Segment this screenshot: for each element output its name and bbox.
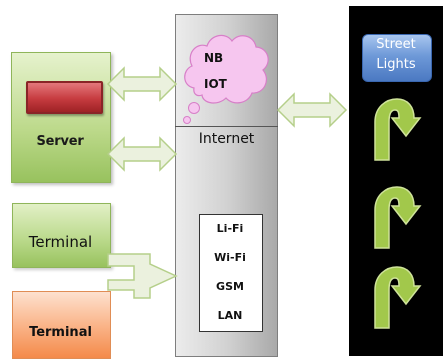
server-internet-arrow-bottom (106, 136, 178, 172)
protocol-lan: LAN (217, 309, 243, 322)
internet-label: Internet (198, 131, 255, 147)
protocol-lifi: Li-Fi (216, 222, 244, 235)
street-lights-box (362, 34, 432, 82)
terminal-label-green: Terminal (28, 233, 93, 251)
internet-divider (175, 126, 278, 127)
cloud-label-nb: NB (204, 51, 224, 65)
terminal-block-green (12, 203, 111, 268)
terminal-block-orange (12, 291, 111, 359)
protocol-wifi: Wi-Fi (214, 251, 246, 264)
server-bar (26, 81, 103, 114)
terminal-internet-arrow (107, 253, 178, 299)
protocol-gsm: GSM (216, 280, 244, 293)
street-light-icon-3 (374, 266, 422, 329)
street-lights-label-line2: Lights (376, 57, 416, 72)
server-internet-arrow-top (106, 66, 178, 102)
server-label: Server (36, 134, 84, 149)
server-block (11, 52, 111, 183)
street-lights-label-line1: Street (376, 37, 416, 52)
street-light-icon-2 (374, 186, 422, 249)
nb-iot-cloud (183, 34, 269, 124)
cloud-label-iot: IOT (204, 77, 227, 91)
terminal-label-orange: Terminal (29, 325, 92, 340)
internet-streetlights-arrow (276, 92, 348, 128)
protocols-box (199, 214, 263, 332)
street-light-icon-1 (374, 98, 422, 161)
